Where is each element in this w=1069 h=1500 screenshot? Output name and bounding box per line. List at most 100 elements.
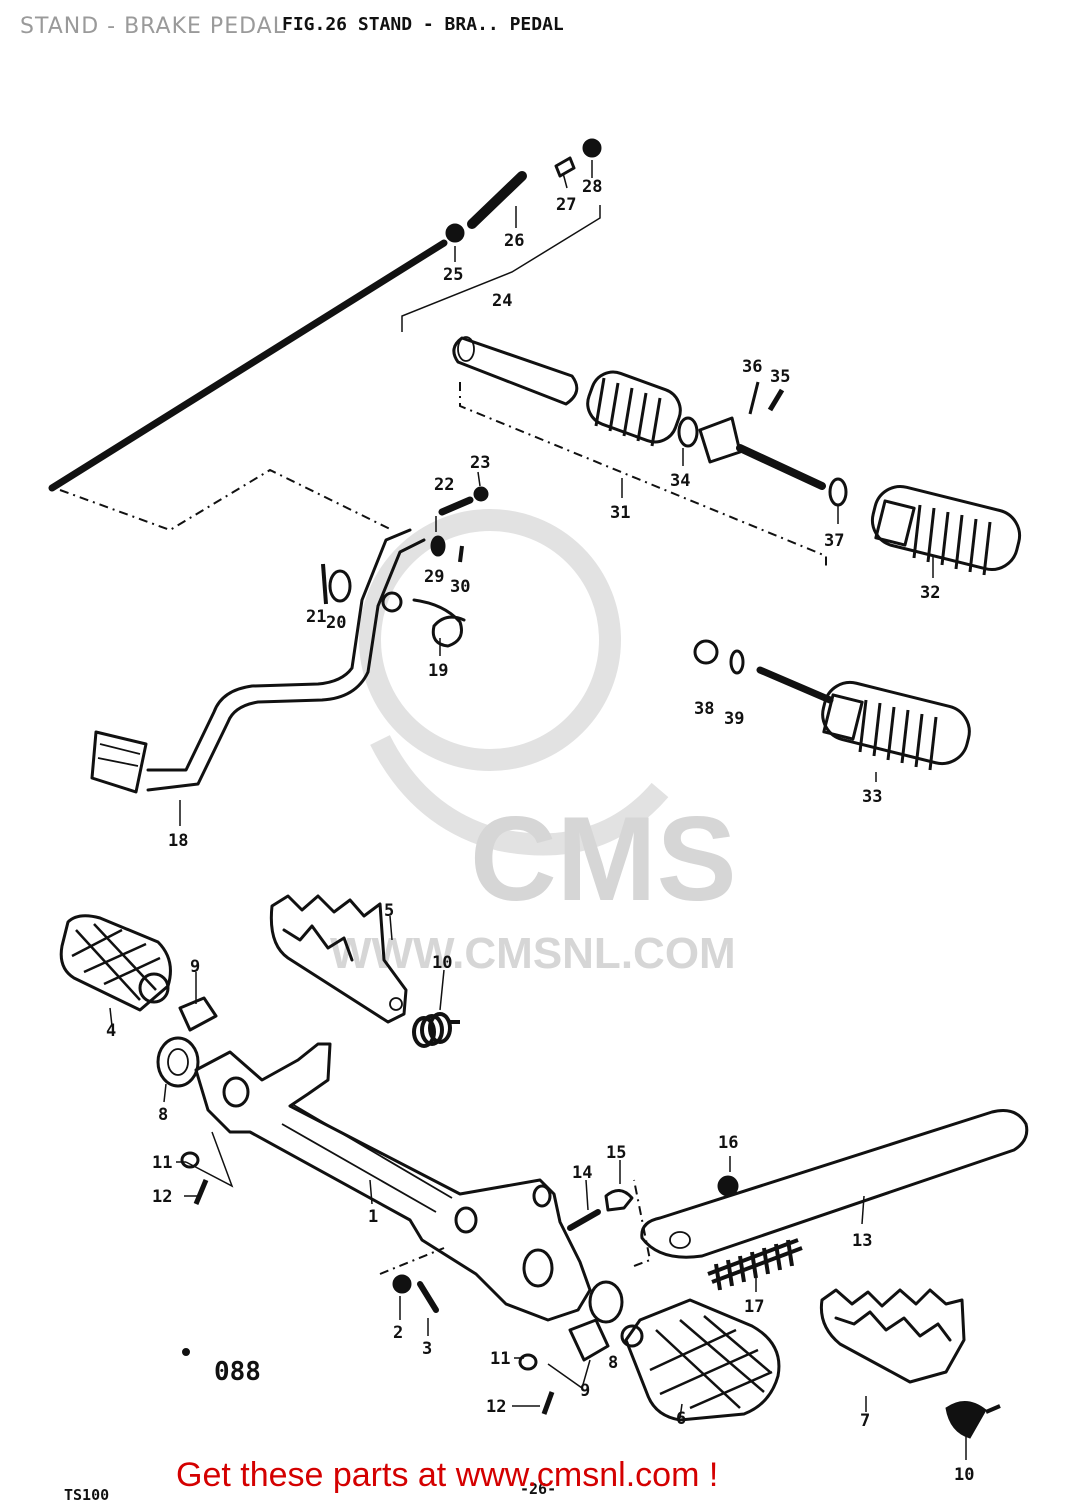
label-25: 25 [443,265,463,285]
shaft-bracket [698,416,742,464]
footrest-6 [620,1298,781,1422]
label-17: 17 [744,1297,764,1317]
label-19: 19 [428,661,448,681]
label-28: 28 [582,177,602,197]
label-21: 21 [306,607,326,627]
washer-37 [828,477,848,507]
washer-27 [554,156,576,178]
footrest-shaft-assembly [452,336,848,570]
label-24: 24 [492,291,512,311]
watermark-mascot-body [370,734,669,856]
leader-lines [109,206,967,1460]
label-15: 15 [606,1143,626,1163]
nut-28 [582,138,602,158]
bolt-3 [417,1281,439,1313]
brake-rod-assembly [48,138,602,492]
kickstand-assembly [59,894,1029,1439]
label-38: 38 [694,699,714,719]
label-9a: 9 [190,957,200,977]
bolt-12a [193,1179,209,1205]
bolt-36 [748,381,760,415]
label-35: 35 [770,367,790,387]
brake-pedal-18 [90,471,489,794]
label-9b: 9 [580,1381,590,1401]
watermark-url: WWW.CMSNL.COM [330,929,736,978]
label-34: 34 [670,471,690,491]
label-32: 32 [920,583,940,603]
rubber-grip-34 [586,370,682,444]
pin-35 [767,388,785,412]
label-36: 36 [742,357,762,377]
spring-17 [707,1238,803,1291]
brake-rod [48,239,448,492]
diagram-code: 088 [214,1357,261,1387]
watermark-mascot-head [359,509,621,771]
label-20: 20 [326,613,346,633]
watermark: CMS WWW.CMSNL.COM [330,509,737,978]
nut-23 [473,486,489,502]
label-12a: 12 [152,1187,172,1207]
stand-frame-1 [185,1042,592,1322]
scanned-figure-title: FIG.26 STAND - BRA.. PEDAL [282,14,564,35]
footrest-4 [59,914,218,1088]
label-33: 33 [862,787,882,807]
label-10a: 10 [432,953,452,973]
label-22: 22 [434,475,454,495]
spring-10a [412,1012,460,1048]
label-18: 18 [168,831,188,851]
nut-38 [693,639,719,665]
washer-34 [677,416,699,448]
washer-8a [156,1036,200,1088]
label-5: 5 [384,901,394,921]
washer-29 [430,535,446,557]
model-code: TS100 [64,1486,109,1500]
bolt-22 [438,496,474,516]
bolt-12b [541,1391,555,1415]
bolt-14 [567,1209,601,1231]
page-reference: -26- [520,1480,556,1498]
label-10b: 10 [954,1465,974,1485]
footer-link[interactable]: Get these parts at www.cmsnl.com ! [176,1456,719,1494]
bolt-11b [518,1353,538,1371]
label-1: 1 [368,1207,378,1227]
shaft-ref-line [459,382,827,570]
label-4: 4 [106,1021,116,1041]
label-26: 26 [504,231,524,251]
side-stand-13 [640,1109,1029,1259]
label-12b: 12 [486,1397,506,1417]
pin-30 [458,545,464,563]
label-2: 2 [393,1323,403,1343]
label-14: 14 [572,1163,592,1183]
label-11b: 11 [490,1349,510,1369]
washer-9a [178,996,218,1032]
label-37: 37 [824,531,844,551]
nut-16 [717,1175,739,1197]
label-13: 13 [852,1231,872,1251]
rod-spring-26 [467,171,527,229]
label-11a: 11 [152,1153,172,1173]
washer-20 [328,569,352,603]
label-23: 23 [470,453,490,473]
label-29: 29 [424,567,444,587]
nut-2 [392,1274,412,1294]
label-3: 3 [422,1339,432,1359]
page-title: STAND - BRAKE PEDAL [20,14,286,39]
rod-ref-line [59,468,393,532]
label-8a: 8 [158,1105,168,1125]
pin-21 [321,563,328,605]
footrest-plate-7 [819,1288,966,1384]
label-39: 39 [724,709,744,729]
washer-9b [568,1318,610,1362]
shaft-pin [736,444,826,490]
spring-10b [945,1401,1001,1439]
return-spring-19 [412,598,466,648]
label-7: 7 [860,1411,870,1431]
shaft-tube [452,336,579,406]
label-8b: 8 [608,1353,618,1373]
footrest-33 [693,639,971,771]
washer-39 [729,649,745,675]
part-number-labels: 1 2 3 4 5 6 7 8 8 9 9 10 10 11 11 12 12 … [106,177,974,1485]
washer-8b [588,1280,624,1324]
